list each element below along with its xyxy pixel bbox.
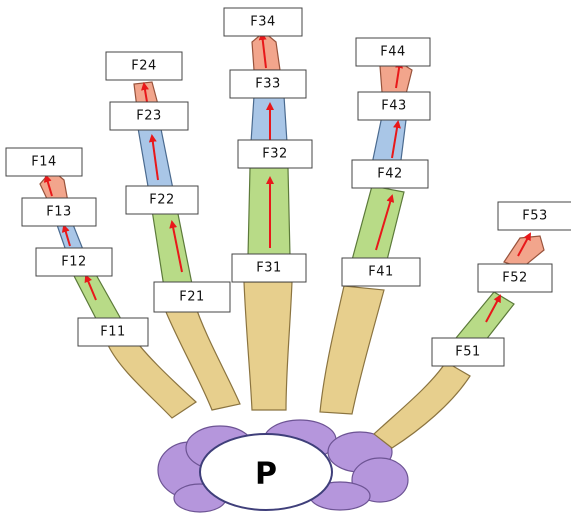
label-f21: F21 [154, 282, 230, 312]
label-f32: F32 [238, 140, 312, 168]
label-f24-text: F24 [131, 59, 157, 74]
palm: P [200, 434, 332, 510]
label-f14: F14 [6, 148, 82, 176]
label-f22: F22 [126, 186, 198, 214]
label-f24: F24 [106, 52, 182, 80]
label-f52: F52 [478, 264, 552, 292]
label-f34: F34 [224, 8, 302, 36]
label-f22-text: F22 [149, 193, 175, 208]
label-f51: F51 [432, 338, 504, 366]
label-f12-text: F12 [61, 255, 87, 270]
label-f13-text: F13 [46, 205, 72, 220]
label-f43: F43 [358, 92, 430, 120]
label-f21-text: F21 [179, 290, 205, 305]
label-f31: F31 [232, 254, 306, 282]
label-f52-text: F52 [502, 271, 528, 286]
label-f53: F53 [498, 202, 571, 230]
label-f32-text: F32 [262, 147, 288, 162]
label-f33: F33 [230, 70, 306, 98]
label-f11-text: F11 [100, 325, 126, 340]
label-f44: F44 [356, 38, 430, 66]
label-f12: F12 [36, 248, 112, 276]
label-f34-text: F34 [250, 15, 276, 30]
label-f13: F13 [22, 198, 96, 226]
label-f41-text: F41 [368, 265, 394, 280]
label-f44-text: F44 [380, 45, 406, 60]
label-f33-text: F33 [255, 77, 281, 92]
label-f31-text: F31 [256, 261, 282, 276]
label-f42: F42 [352, 160, 428, 188]
label-f43-text: F43 [381, 99, 407, 114]
palm-label: P [255, 457, 277, 492]
label-f42-text: F42 [377, 167, 403, 182]
label-f14-text: F14 [31, 155, 57, 170]
label-f23: F23 [110, 102, 188, 130]
label-f41: F41 [342, 258, 420, 286]
label-f11: F11 [78, 318, 148, 346]
label-f51-text: F51 [455, 345, 481, 360]
label-f53-text: F53 [522, 209, 548, 224]
label-f23-text: F23 [136, 109, 162, 124]
